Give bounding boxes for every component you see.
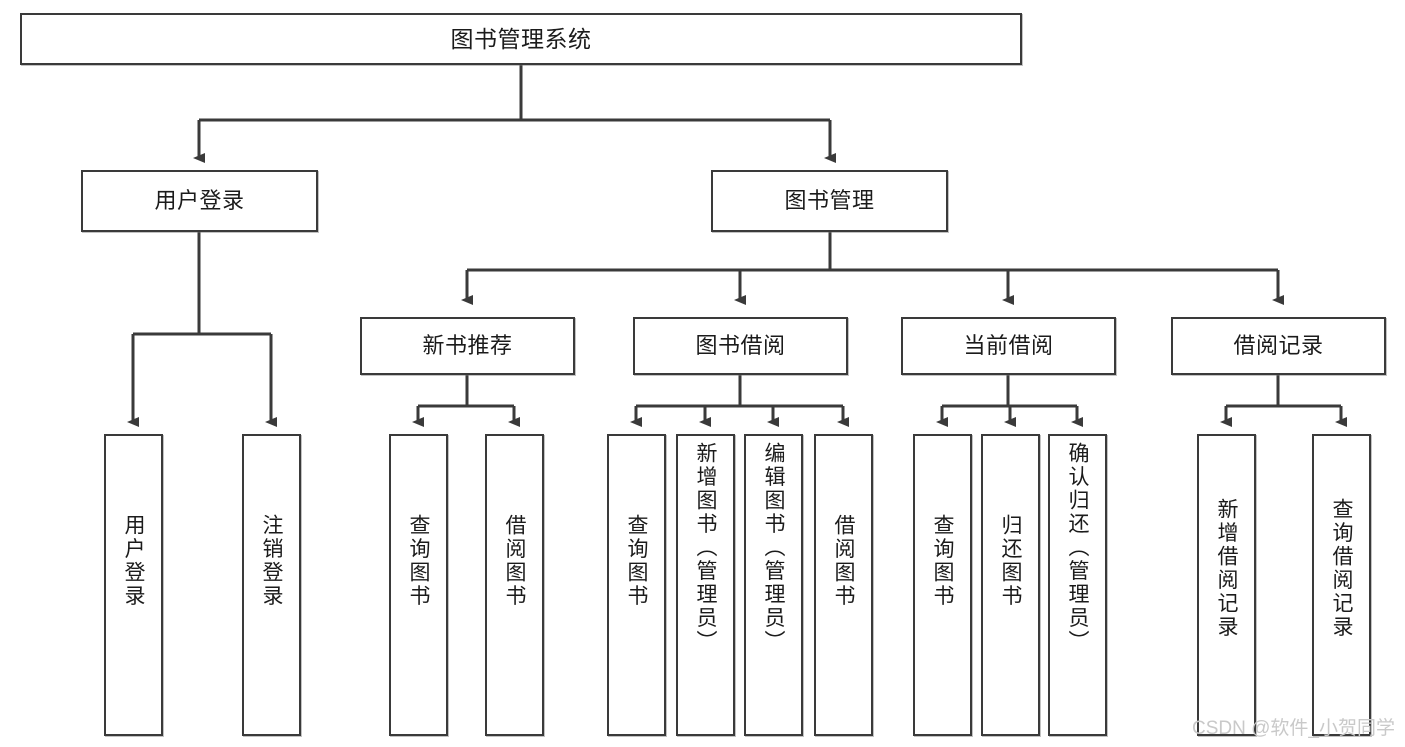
node-user-login[interactable]: 用户登录: [81, 170, 318, 232]
node-borrow-record[interactable]: 借阅记录: [1171, 317, 1386, 375]
leaf-user-login[interactable]: 用户登录: [104, 434, 163, 736]
leaf-add-record[interactable]: 新增借阅记录: [1197, 434, 1256, 736]
node-label: 查询图书: [625, 514, 648, 608]
node-label: 新书推荐: [422, 332, 513, 358]
node-label: 用户登录: [154, 187, 245, 213]
node-label: 查询图书: [931, 514, 954, 608]
leaf-borrow-book-2[interactable]: 借阅图书: [814, 434, 873, 736]
node-label: 当前借阅: [963, 332, 1054, 358]
node-book-manage[interactable]: 图书管理: [711, 170, 948, 232]
node-label: 借阅图书: [832, 514, 855, 608]
node-label: 借阅记录: [1233, 332, 1324, 358]
node-book-borrow[interactable]: 图书借阅: [633, 317, 848, 375]
node-label: 借阅图书: [503, 514, 526, 608]
node-label: 图书管理系统: [450, 25, 592, 52]
leaf-add-book[interactable]: 新增图书（管理员）: [676, 434, 735, 736]
node-root-system[interactable]: 图书管理系统: [20, 13, 1022, 65]
node-label: 新增图书（管理员）: [694, 442, 717, 654]
leaf-borrow-book-1[interactable]: 借阅图书: [485, 434, 544, 736]
node-label: 新增借阅记录: [1215, 498, 1238, 639]
leaf-return-book[interactable]: 归还图书: [981, 434, 1040, 736]
leaf-query-book-2[interactable]: 查询图书: [607, 434, 666, 736]
leaf-edit-book[interactable]: 编辑图书（管理员）: [744, 434, 803, 736]
node-label: 确认归还（管理员）: [1066, 442, 1089, 654]
node-label: 归还图书: [999, 514, 1022, 608]
leaf-confirm-return[interactable]: 确认归还（管理员）: [1048, 434, 1107, 736]
csdn-watermark: CSDN @软件_小贺同学: [1192, 718, 1395, 739]
leaf-query-book-3[interactable]: 查询图书: [913, 434, 972, 736]
node-label: 查询图书: [407, 514, 430, 608]
node-new-book-recommend[interactable]: 新书推荐: [360, 317, 575, 375]
leaf-query-book-1[interactable]: 查询图书: [389, 434, 448, 736]
node-label: 用户登录: [122, 514, 145, 608]
node-label: 注销登录: [260, 514, 283, 608]
node-current-borrow[interactable]: 当前借阅: [901, 317, 1116, 375]
node-label: 查询借阅记录: [1330, 498, 1353, 639]
node-label: 图书借阅: [695, 332, 786, 358]
leaf-query-record[interactable]: 查询借阅记录: [1312, 434, 1371, 736]
node-label: 图书管理: [784, 187, 875, 213]
leaf-logout[interactable]: 注销登录: [242, 434, 301, 736]
node-label: 编辑图书（管理员）: [762, 442, 785, 654]
